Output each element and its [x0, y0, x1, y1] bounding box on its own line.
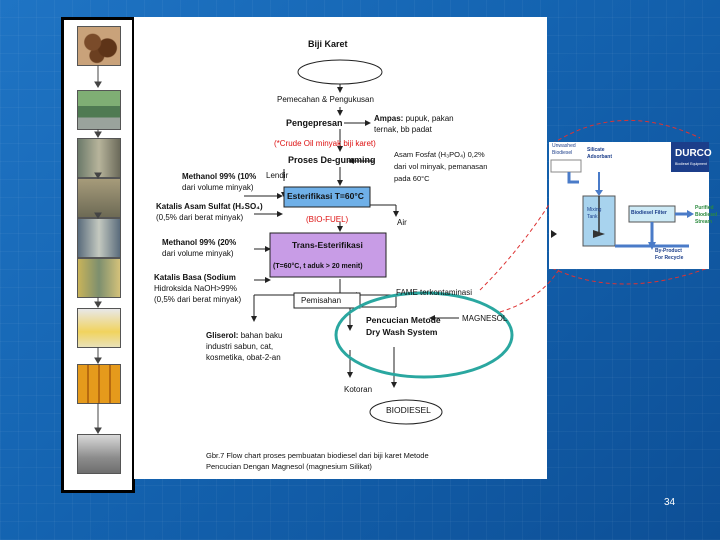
- ampas-title: Ampas:: [374, 114, 404, 123]
- kotoran-label: Kotoran: [344, 385, 373, 394]
- ampas-desc-1: pupuk, pakan: [405, 114, 454, 123]
- gliserol-line-1: Gliserol: bahan baku: [206, 331, 283, 340]
- durco-silicate-a: Silicate: [587, 147, 605, 153]
- ampas-label: Ampas: pupuk, pakan: [374, 114, 454, 123]
- durco-unwashed-a: Unwashed: [552, 143, 576, 149]
- katalis-basa-c: (0,5% dari berat minyak): [154, 295, 242, 304]
- durco-purified-c: Stream: [695, 219, 712, 225]
- photo-press: [77, 138, 121, 178]
- katalis-asam-b: (0,5% dari berat minyak): [156, 213, 244, 222]
- flowchart-lines: [244, 59, 514, 425]
- air-label: Air: [397, 218, 407, 227]
- methanol-1b: dari volume minyak): [182, 183, 254, 192]
- caption-line-1: Gbr.7 Flow chart proses pembuatan biodie…: [206, 451, 429, 460]
- durco-silicate-b: Adsorbant: [587, 154, 612, 160]
- gliserol-line-3: kosmetika, obat-2-an: [206, 353, 281, 362]
- durco-mixing-a: Mixing: [587, 207, 602, 213]
- node-biji-karet: Biji Karet: [308, 39, 348, 49]
- methanol-2b: dari volume minyak): [162, 249, 234, 258]
- durco-byproduct-b: For Recycle: [655, 255, 684, 261]
- durco-drawing: [549, 142, 709, 269]
- strip-arrows: [94, 65, 102, 434]
- ampas-desc-2: ternak, bb padat: [374, 125, 432, 134]
- node-biodiesel: BIODIESEL: [386, 405, 431, 415]
- fame-label: FAME terkontaminasi: [396, 288, 473, 297]
- node-pencucian-a: Pencucian Metode: [366, 315, 441, 325]
- durco-purified-a: Purified: [695, 205, 714, 211]
- methanol-1a: Methanol 99% (10%: [182, 172, 257, 181]
- flowchart-document: Biji Karet Pemecahan & Pengukusan Pengep…: [134, 17, 547, 479]
- durco-logo: DURCO: [675, 148, 712, 159]
- durco-filter: Biodiesel Filter: [631, 210, 667, 216]
- photo-machine-1: [77, 90, 121, 130]
- katalis-basa-b: Hidroksida NaOH>99%: [154, 284, 237, 293]
- photo-degumming: [77, 178, 121, 218]
- asam-fosfat-2: dari vol minyak, pemanasan: [394, 162, 488, 171]
- durco-unwashed-b: Biodiesel: [552, 150, 573, 156]
- durco-mixing-b: Tank: [587, 214, 598, 220]
- node-esterifikasi: Esterifikasi T=60°C: [287, 191, 364, 201]
- photo-separation: [77, 308, 121, 348]
- photo-strip: [61, 17, 135, 493]
- durco-byproduct-a: By-Product: [655, 248, 682, 254]
- methanol-2a: Methanol 99% (20%: [162, 238, 237, 247]
- biofuel-note: (BIO-FUEL): [306, 215, 349, 224]
- katalis-asam-a: Katalis Asam Sulfat (H₂SO₄): [156, 202, 263, 211]
- node-degumming: Proses De-gumming: [288, 155, 376, 165]
- node-pemisahan: Pemisahan: [301, 296, 342, 305]
- asam-fosfat-3: pada 60°C: [394, 174, 430, 183]
- node-pengepresan: Pengepresan: [286, 118, 343, 128]
- photo-trans-esterification: [77, 258, 121, 298]
- durco-purified-b: Biodiesel: [695, 212, 718, 218]
- durco-process-diagram: Unwashed Biodiesel Silicate Adsorbant DU…: [549, 142, 717, 269]
- asam-fosfat-1: Asam Fosfat (H₃PO₄) 0,2%: [394, 150, 485, 159]
- node-pemecahan: Pemecahan & Pengukusan: [277, 95, 374, 104]
- crude-oil-note: (*Crude Oil minyak biji karet): [274, 139, 376, 148]
- durco-logo-sub: Biodiesel Equipment: [675, 162, 707, 166]
- gliserol-line-2: industri sabun, cat,: [206, 342, 274, 351]
- photo-rubber-seeds: [77, 26, 121, 66]
- slide-page-number: 34: [664, 497, 676, 508]
- magnesol-label: MAGNESOL: [462, 314, 508, 323]
- photo-people: [77, 434, 121, 474]
- caption-line-2: Pencucian Dengan Magnesol (magnesium Sil…: [206, 462, 372, 471]
- photo-biodiesel-jars: [77, 364, 121, 404]
- katalis-basa-a: Katalis Basa (Sodium: [154, 273, 236, 282]
- lendir-label: Lendir: [266, 171, 289, 180]
- photo-esterification: [77, 218, 121, 258]
- node-pencucian-b: Dry Wash System: [366, 327, 438, 337]
- trans-conditions: (T=60°C, t aduk > 20 menit): [273, 263, 363, 270]
- node-trans-esterifikasi: Trans-Esterifikasi: [292, 240, 363, 250]
